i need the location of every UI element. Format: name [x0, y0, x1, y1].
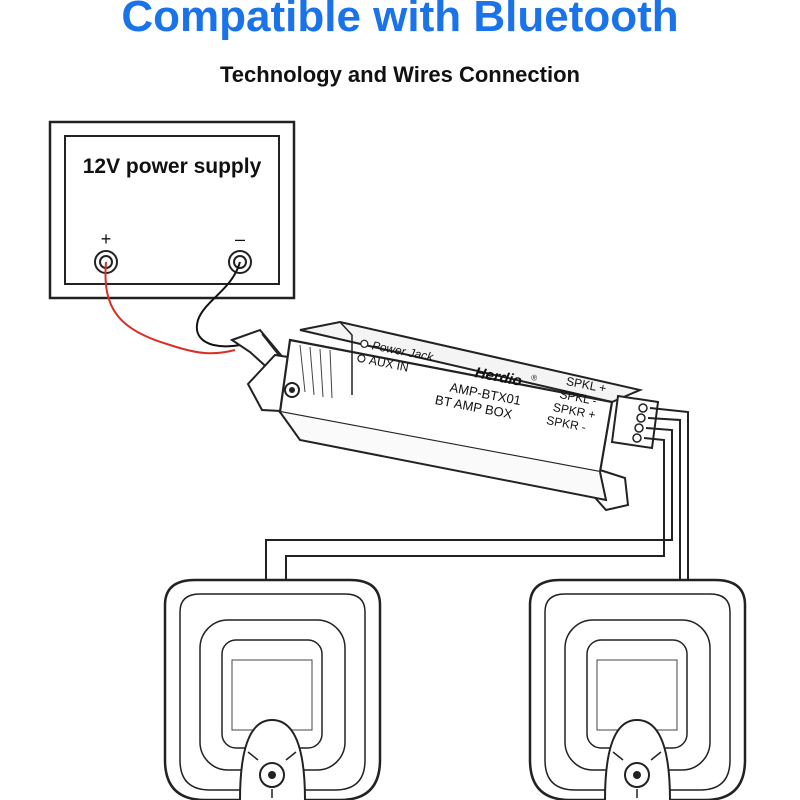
plus-sign: +	[101, 229, 112, 249]
negative-wire	[195, 261, 241, 348]
speaker-terminal-block	[610, 394, 660, 450]
registered-mark: ®	[530, 373, 538, 383]
negative-terminal	[228, 250, 252, 274]
right-speaker-mount	[604, 718, 671, 800]
amp-box: Power Jack AUX IN Herdio ® AMP-BTX01 BT …	[246, 320, 660, 512]
left-speaker-mount	[239, 718, 306, 800]
diagram-title: Compatible with Bluetooth	[121, 0, 679, 41]
diagram-subtitle: Technology and Wires Connection	[220, 62, 580, 87]
left-speaker	[163, 578, 382, 800]
speaker-wires	[265, 407, 689, 588]
power-supply-label: 12V power supply	[83, 155, 262, 178]
positive-wire	[104, 261, 236, 355]
power-supply: 12V power supply + –	[48, 120, 296, 300]
right-speaker	[528, 578, 747, 800]
minus-sign: –	[235, 229, 245, 249]
